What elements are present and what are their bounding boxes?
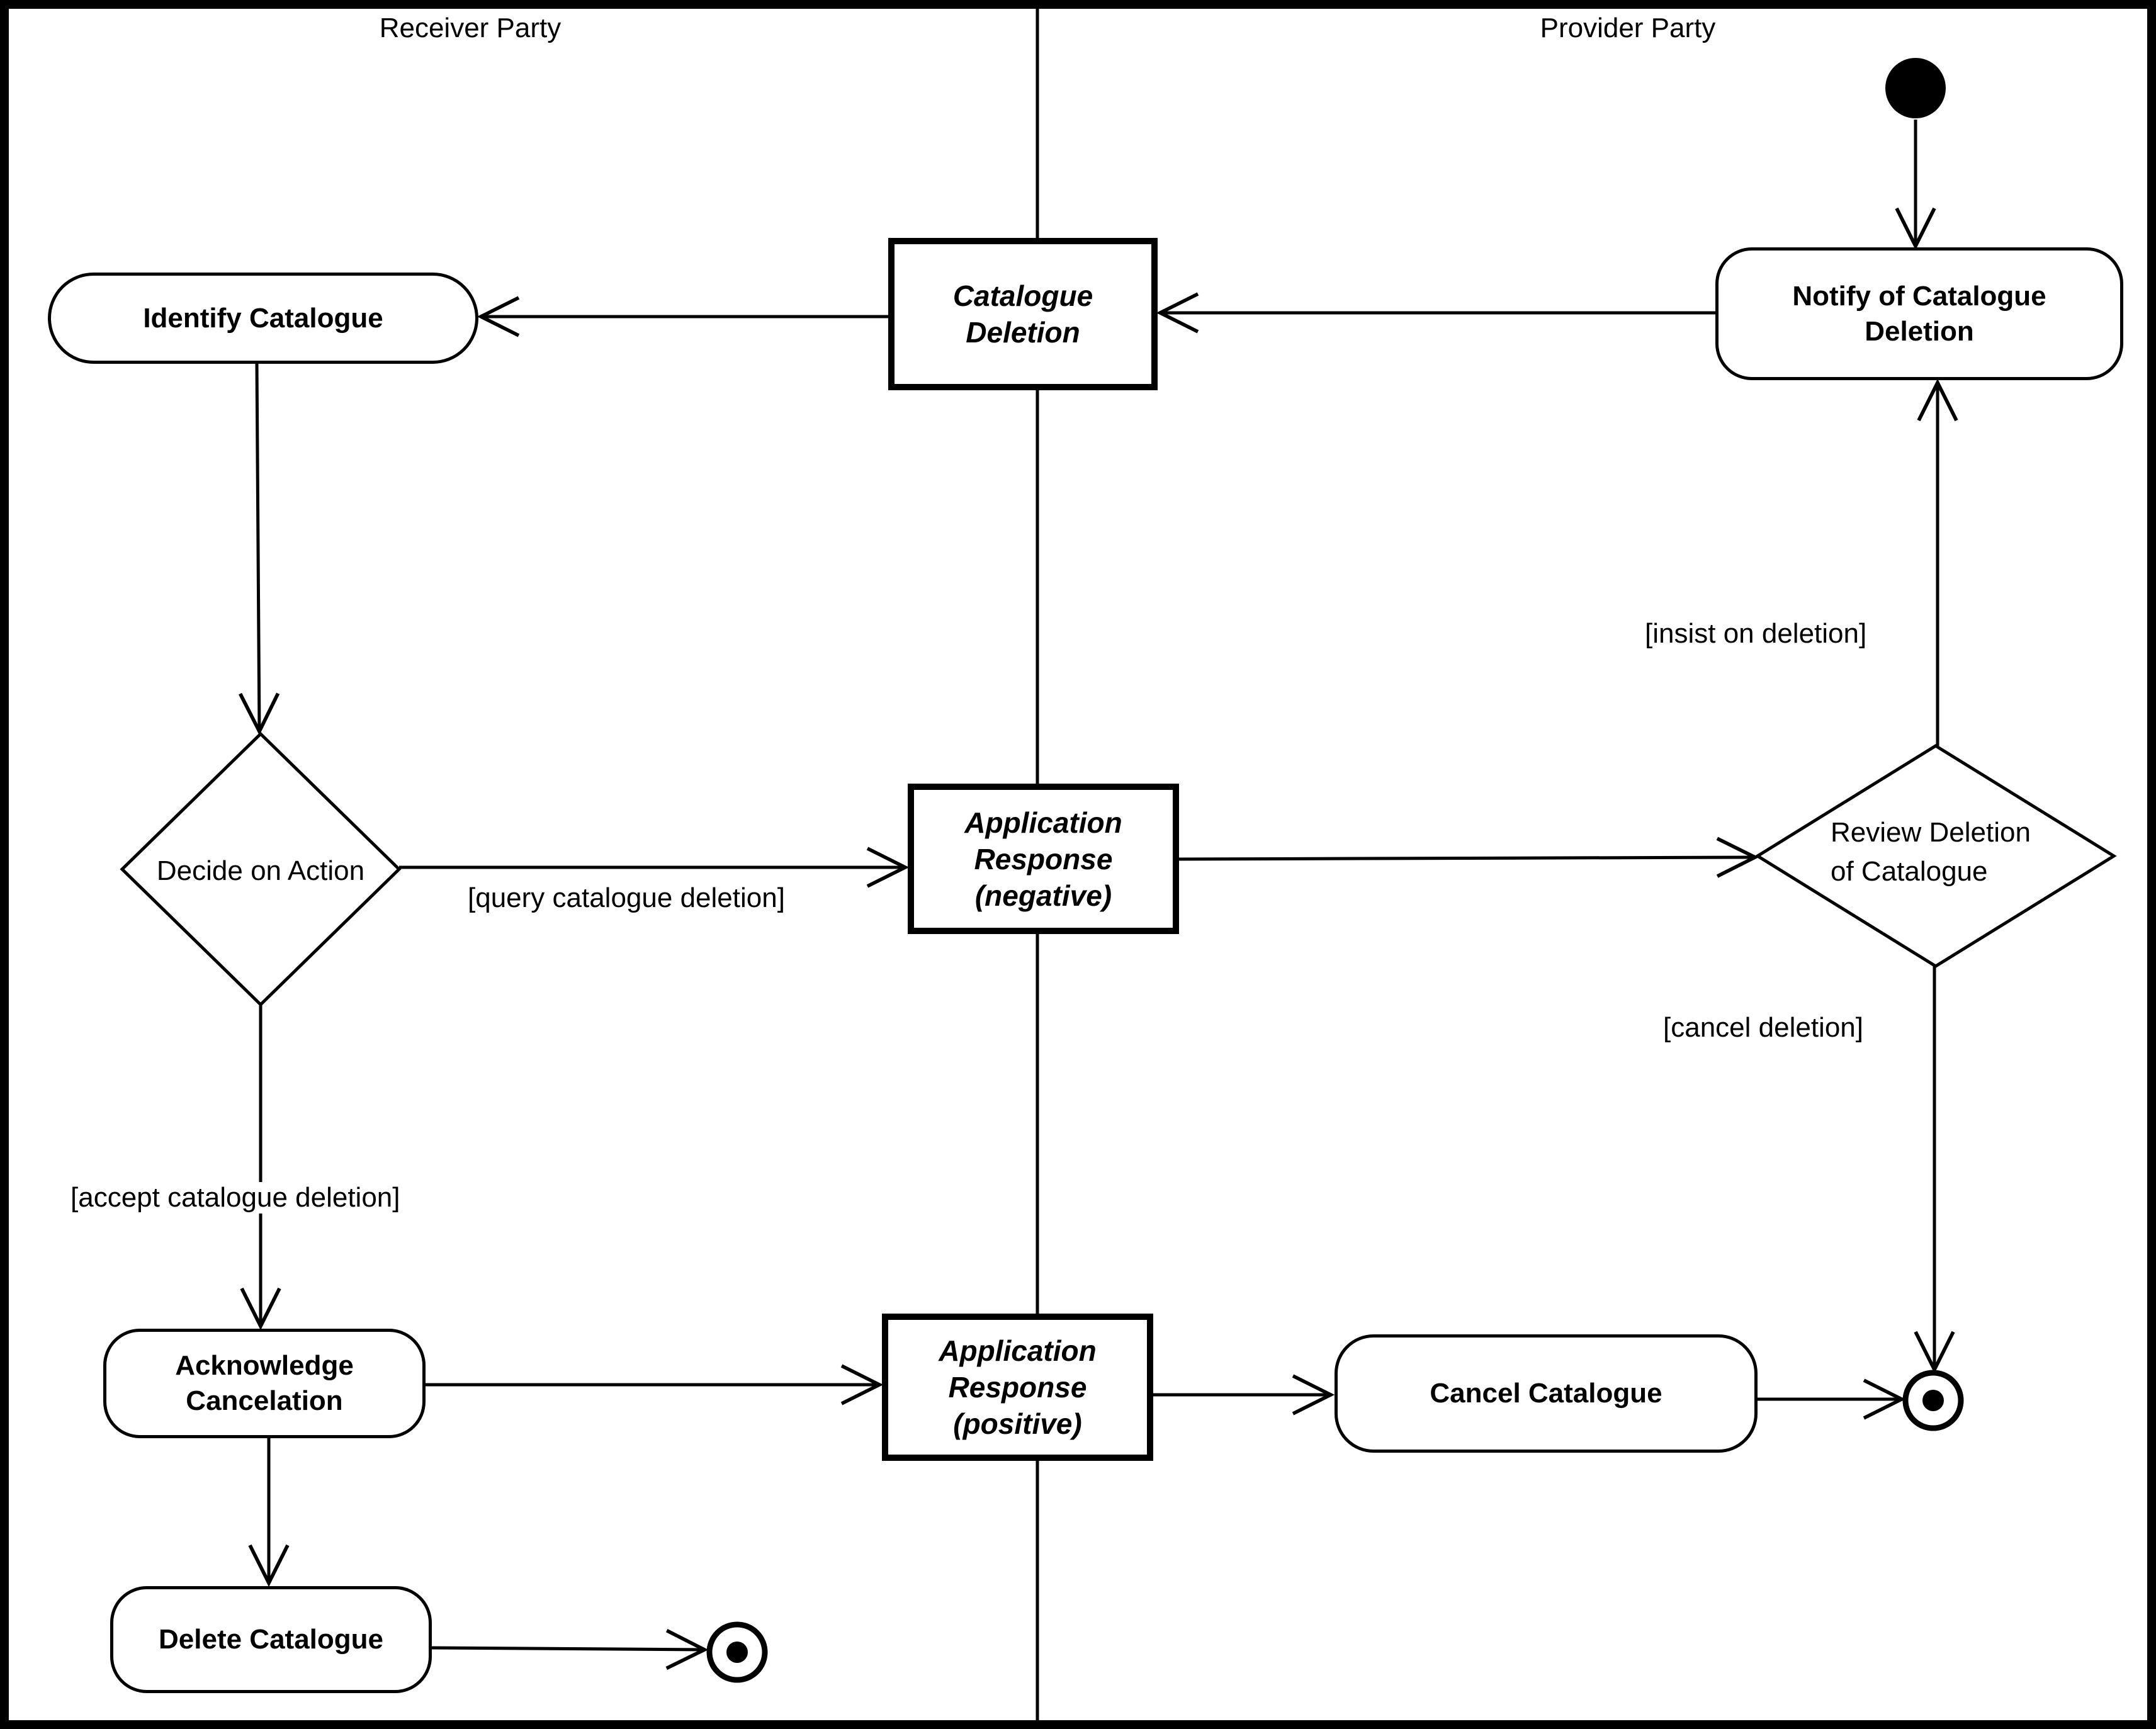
edge-delete-to-final [431, 1648, 704, 1650]
initial-node [1885, 58, 1946, 118]
lane-title-receiver: Receiver Party [379, 13, 562, 43]
review-deletion-label: Review Deletion of Catalogue [1831, 817, 2031, 887]
node-catalogue-deletion: Catalogue Deletion [888, 238, 1158, 390]
node-acknowledge-cancelation: Acknowledge Cancelation [103, 1329, 426, 1438]
final-node-receiver [706, 1621, 768, 1683]
guard-insist-on-deletion: [insist on deletion] [1645, 618, 1867, 649]
decide-on-action-label: Decide on Action [156, 855, 365, 886]
node-application-response-negative: Application Response (negative) [908, 784, 1179, 934]
node-delete-catalogue: Delete Catalogue [110, 1586, 432, 1693]
guard-accept-catalogue-deletion: [accept catalogue deletion] [67, 1182, 404, 1214]
review-deletion-diamond [1754, 744, 2117, 968]
final-node-provider [1902, 1370, 1964, 1431]
decide-on-action-diamond [120, 731, 402, 1007]
lane-title-provider: Provider Party [1540, 13, 1716, 43]
guard-cancel-deletion: [cancel deletion] [1663, 1012, 1863, 1043]
edge-app-negative-to-review [1178, 857, 1755, 859]
node-identify-catalogue: Identify Catalogue [48, 273, 478, 364]
edge-identify-to-decide [257, 363, 259, 731]
flow-arrows [257, 120, 1938, 1650]
node-application-response-positive: Application Response (positive) [882, 1314, 1153, 1461]
guard-query-catalogue-deletion: [query catalogue deletion] [468, 882, 785, 913]
node-cancel-catalogue: Cancel Catalogue [1335, 1334, 1758, 1453]
node-notify-of-catalogue-deletion: Notify of Catalogue Deletion [1715, 247, 2123, 380]
